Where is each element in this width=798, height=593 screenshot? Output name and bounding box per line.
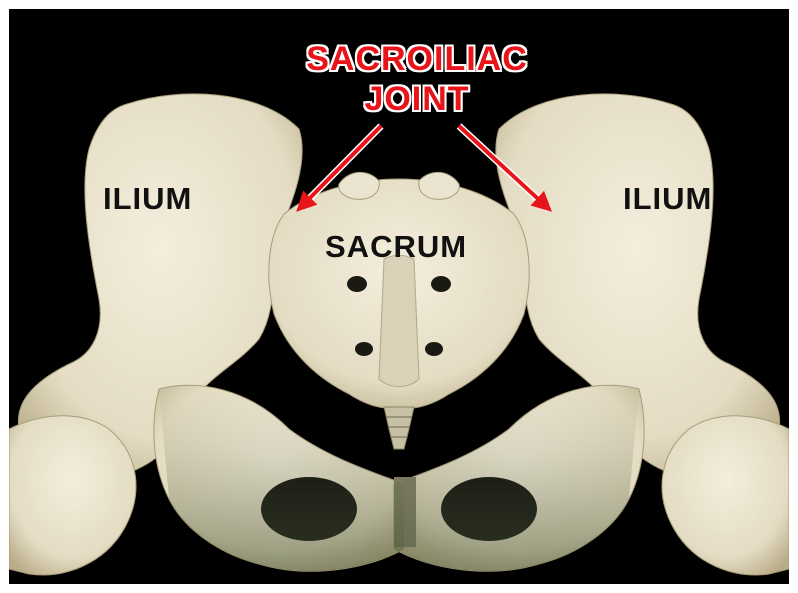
median-sacral-crest: [379, 255, 419, 386]
ilium-right-label: ILIUM: [623, 181, 712, 217]
ilium-left-label: ILIUM: [103, 181, 192, 217]
sacral-foramen: [425, 342, 443, 356]
sacrum-process-left: [339, 172, 380, 199]
sacral-foramen: [347, 276, 367, 292]
pelvis-image: SACROILIAC JOINT ILIUM ILIUM SACRUM: [9, 9, 789, 584]
coccyx-bone: [384, 407, 414, 449]
sacrum-process-right: [419, 172, 460, 199]
title-line-2: JOINT: [277, 81, 557, 117]
right-pubis-shading: [394, 385, 639, 571]
sacral-foramen: [355, 342, 373, 356]
sacrum-label: SACRUM: [325, 229, 467, 265]
right-femur-bone: [662, 416, 789, 575]
left-femur-bone: [9, 416, 136, 575]
sacral-foramen: [431, 276, 451, 292]
left-pubis-shading: [159, 385, 404, 571]
title-line-1: SACROILIAC: [277, 41, 557, 77]
